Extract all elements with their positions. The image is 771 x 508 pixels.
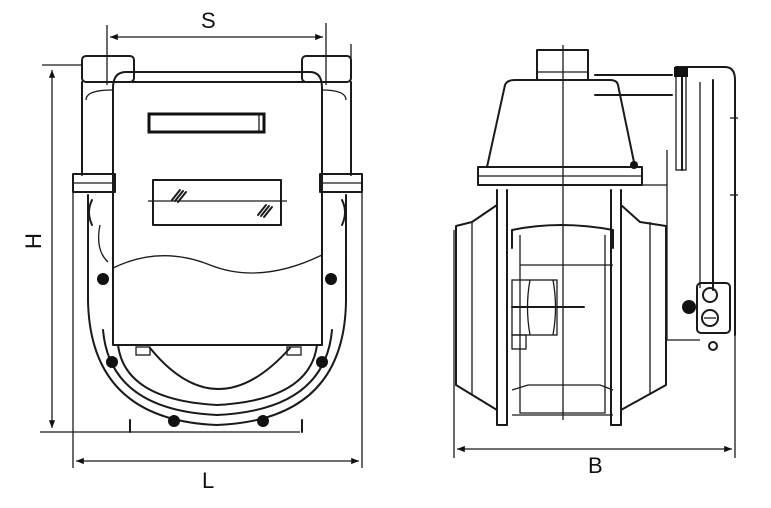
bolt-icon xyxy=(168,415,180,427)
bolt-icon xyxy=(97,273,109,285)
dimension-label-s: S xyxy=(201,8,216,33)
front-view xyxy=(40,23,363,468)
side-view xyxy=(453,45,738,458)
dimension-label-h: H xyxy=(20,233,46,249)
dimension-label-b: B xyxy=(588,453,603,478)
seal-icon xyxy=(682,300,696,314)
terminal-icon xyxy=(702,287,718,303)
terminal-icon xyxy=(701,309,719,327)
bolt-icon xyxy=(316,356,328,368)
bolt-icon xyxy=(106,356,118,368)
dimension-label-l: L xyxy=(202,468,215,493)
bolt-icon xyxy=(257,415,269,427)
bolt-icon xyxy=(325,273,337,285)
